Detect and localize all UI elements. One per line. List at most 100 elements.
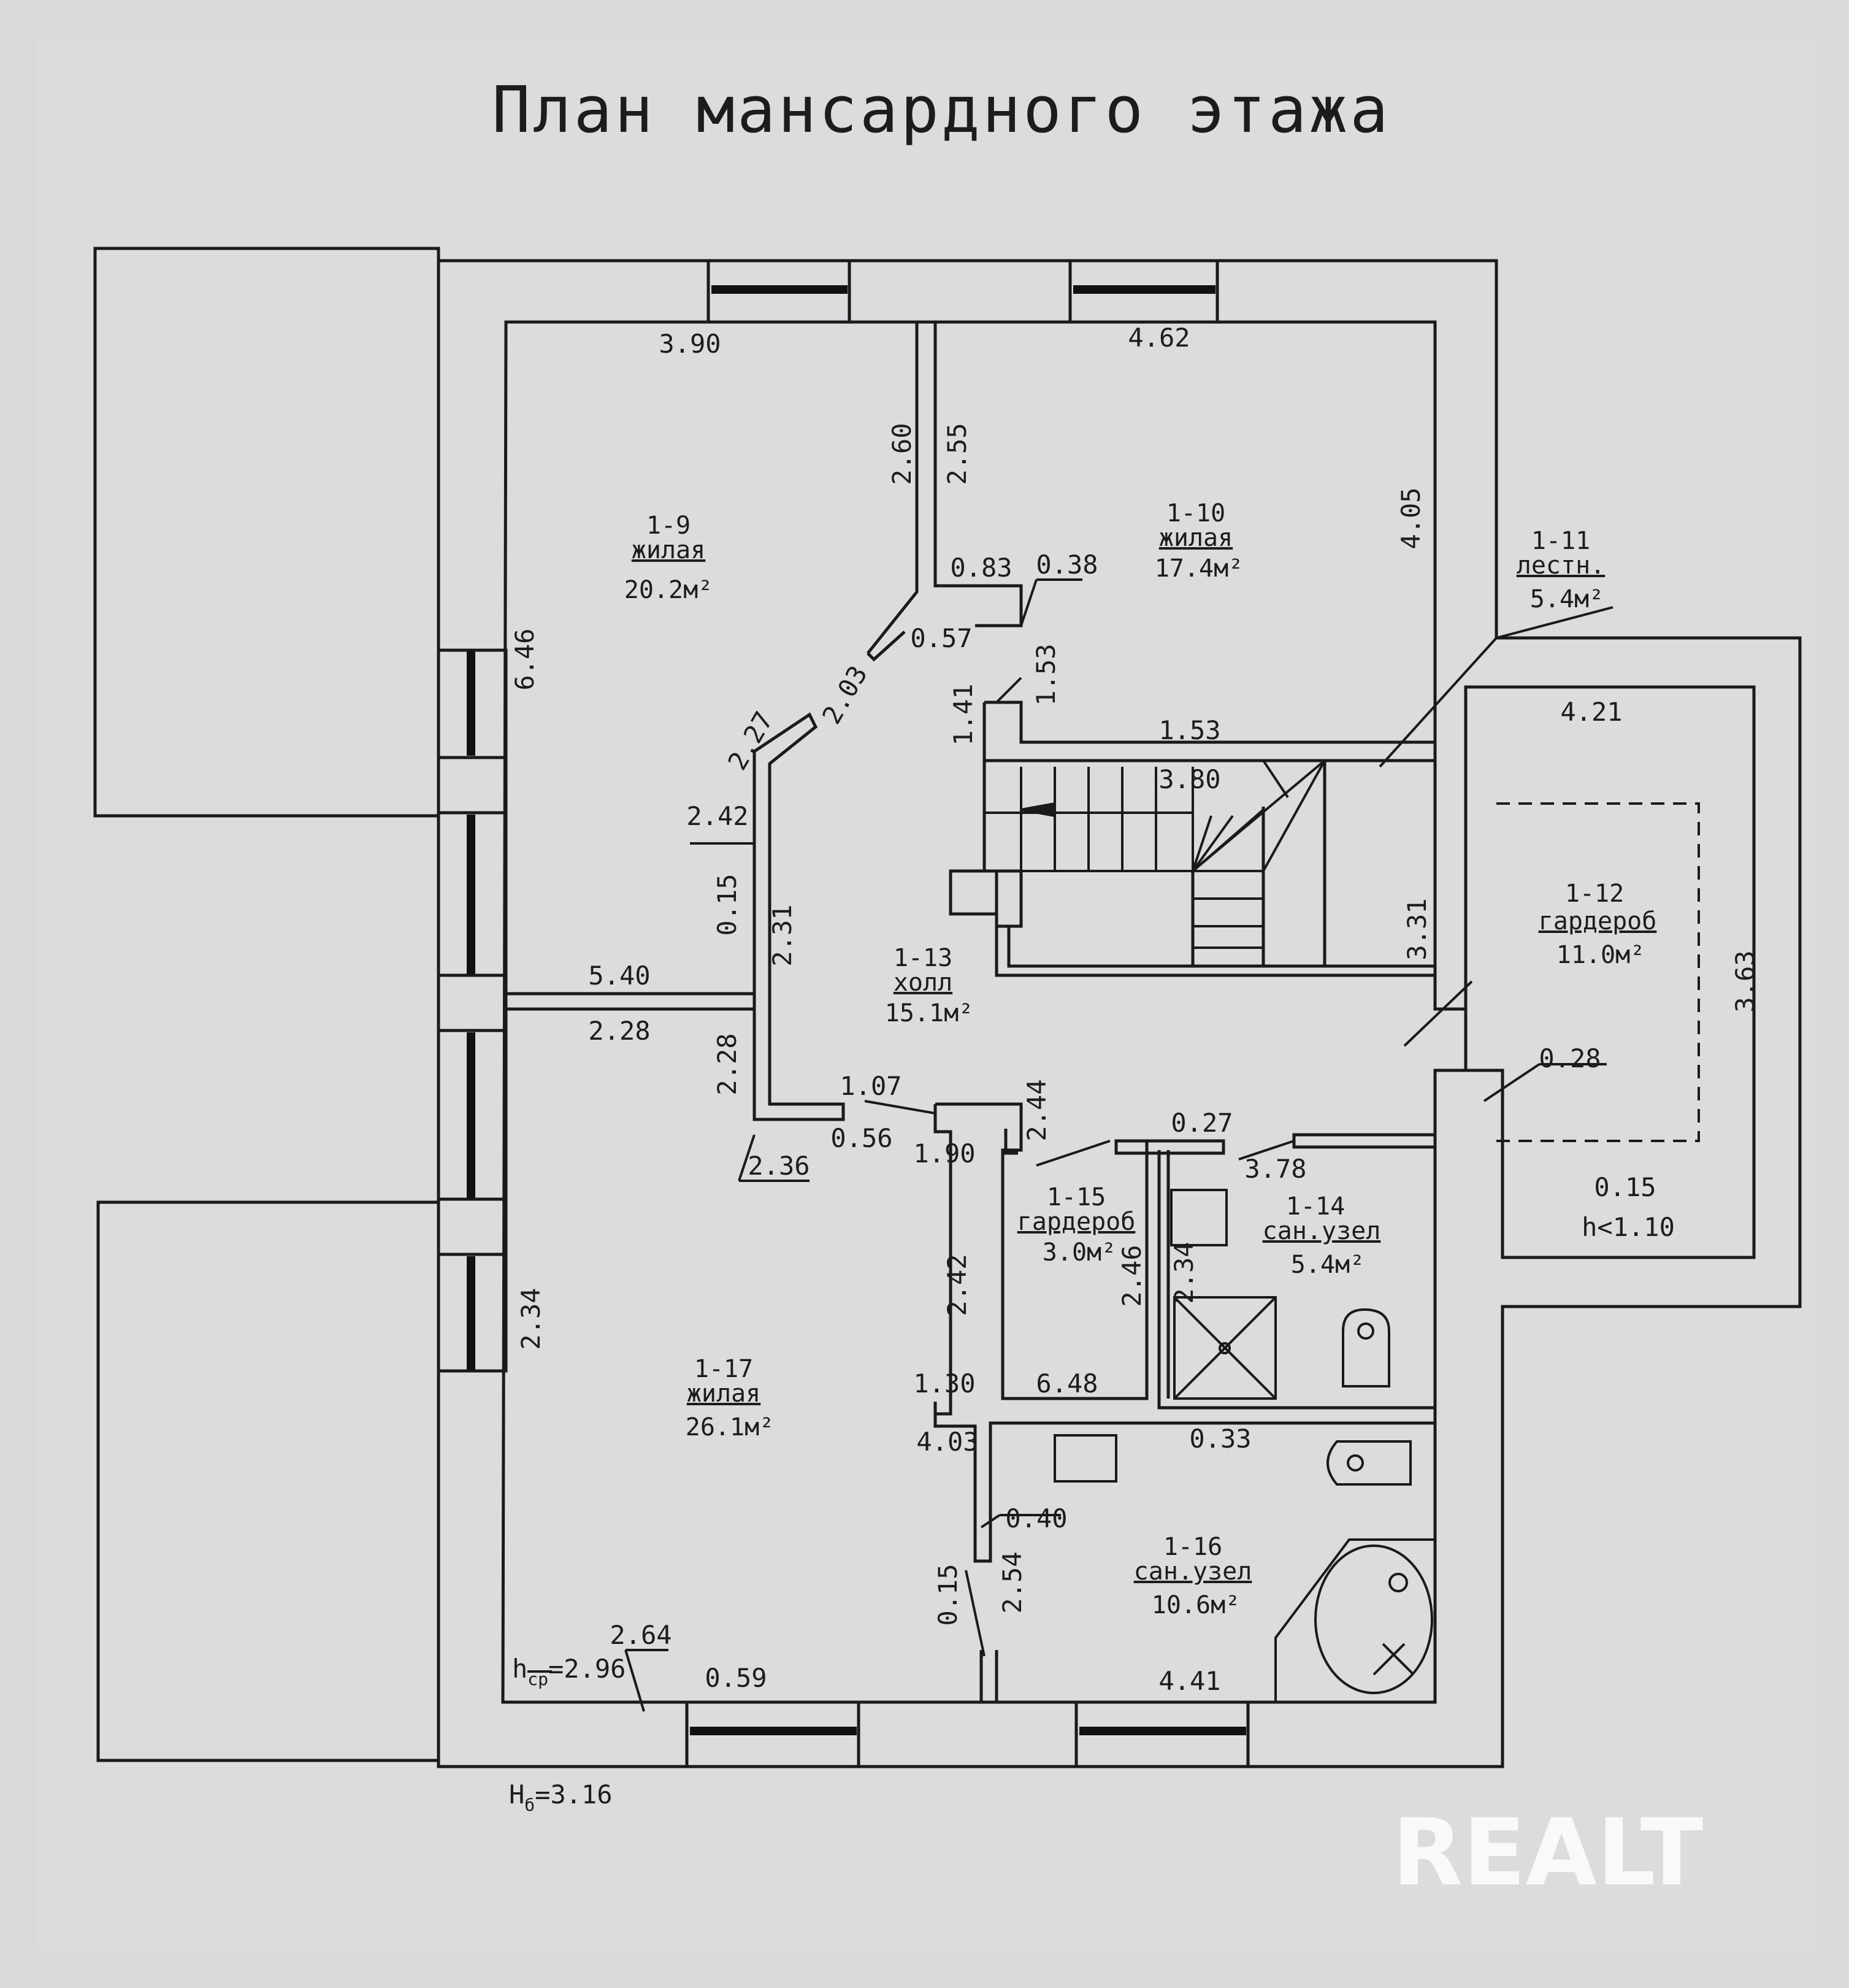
dim-label: 0.59 bbox=[705, 1663, 767, 1693]
room-1-14-area: 5.4м² bbox=[1291, 1251, 1365, 1279]
room-1-10-area: 17.4м² bbox=[1155, 555, 1244, 583]
vertical-dimension-labels: 2.60 2.55 4.05 6.46 1.41 1.53 0.15 2.31 … bbox=[510, 423, 1760, 1625]
stair-flights bbox=[1191, 761, 1326, 966]
room-1-12-name: гардероб bbox=[1539, 907, 1657, 935]
dim-label: 3.63 bbox=[1730, 950, 1760, 1012]
dim-label: 1.07 bbox=[840, 1071, 902, 1101]
room-1-12-area: 11.0м² bbox=[1556, 941, 1645, 969]
dim-label: 4.05 bbox=[1396, 487, 1426, 549]
dim-label: 0.15 bbox=[712, 873, 742, 935]
shower-tray bbox=[1173, 1296, 1277, 1400]
dimension-labels: 3.90 4.62 0.83 0.38 0.57 1.53 3.80 4.21 … bbox=[588, 323, 1674, 1696]
hall-diagonal-wall bbox=[752, 712, 845, 1121]
dim-label: 4.62 bbox=[1128, 323, 1190, 353]
window-bottom-2 bbox=[1074, 1700, 1250, 1768]
dim-label: 0.33 bbox=[1189, 1424, 1251, 1454]
dim-label: 0.83 bbox=[950, 553, 1012, 583]
dim-label: 1.41 bbox=[948, 683, 978, 745]
dim-label: 0.15 bbox=[933, 1564, 963, 1625]
room-1-11-name: лестн. bbox=[1517, 551, 1606, 580]
glazing-left-3 bbox=[467, 1032, 475, 1198]
dim-label: 2.44 bbox=[1022, 1079, 1052, 1141]
glazing-left-4 bbox=[467, 1256, 475, 1370]
dim-label: 0.56 bbox=[830, 1123, 892, 1153]
room-1-16-area: 10.6м² bbox=[1152, 1591, 1241, 1619]
dim-label: 0.38 bbox=[1036, 550, 1098, 580]
dim-label: 2.46 bbox=[1117, 1245, 1147, 1307]
dim-label: 2.42 bbox=[942, 1254, 972, 1316]
room-1-17-id: 1-17 bbox=[694, 1355, 753, 1383]
dim-label: 6.46 bbox=[510, 628, 540, 690]
dim-label: 2.54 bbox=[997, 1551, 1027, 1613]
dim-label: 3.78 bbox=[1244, 1154, 1306, 1184]
dim-label: 0.27 bbox=[1171, 1108, 1233, 1138]
toilet-14 bbox=[1342, 1308, 1390, 1387]
stair-treads bbox=[984, 759, 1326, 949]
average-height-note: hср=2.96 bbox=[512, 1654, 626, 1689]
room-1-14-name: сан.узел bbox=[1263, 1217, 1381, 1245]
glazing-bottom-1 bbox=[690, 1727, 857, 1735]
glazing-top-1 bbox=[711, 285, 848, 294]
dim-label: 3.31 bbox=[1402, 898, 1432, 960]
dim-label: 2.42 bbox=[686, 801, 748, 831]
dim-label: 4.03 bbox=[916, 1427, 978, 1457]
dim-label: 2.64 bbox=[610, 1620, 672, 1650]
room-1-17-name: жилая bbox=[687, 1380, 760, 1408]
dim-label: 0.40 bbox=[1005, 1503, 1067, 1533]
partition-9-10 bbox=[867, 322, 1023, 654]
stair-bottom-wall bbox=[995, 926, 1435, 977]
dim-label: 1.53 bbox=[1031, 643, 1061, 705]
dim-label: 0.28 bbox=[1539, 1043, 1601, 1073]
dim-label: 2.28 bbox=[712, 1033, 742, 1095]
bathtub bbox=[1314, 1545, 1433, 1694]
room-1-12-id: 1-12 bbox=[1565, 880, 1624, 908]
building-height-note: Hб=3.16 bbox=[509, 1779, 613, 1815]
walls bbox=[93, 247, 1802, 1768]
room-1-9-id: 1-9 bbox=[646, 512, 691, 540]
glazing bbox=[467, 285, 1246, 1735]
room-1-16-name: сан.узел bbox=[1134, 1557, 1252, 1586]
dim-label: 2.28 bbox=[588, 1016, 650, 1046]
dim-label: h<1.10 bbox=[1582, 1212, 1675, 1242]
dim-label: 2.34 bbox=[516, 1288, 546, 1349]
glazing-left-2 bbox=[467, 815, 475, 974]
room-1-11-area: 5.4м² bbox=[1530, 585, 1604, 613]
dim-label: 3.80 bbox=[1158, 764, 1220, 794]
dim-label: 2.31 bbox=[767, 904, 797, 966]
hall-jog bbox=[1004, 1129, 1018, 1155]
dim-label: 2.36 bbox=[748, 1151, 810, 1181]
dim-label: 4.21 bbox=[1560, 697, 1622, 727]
room-1-14-id: 1-14 bbox=[1286, 1192, 1345, 1221]
room-1-9-area: 20.2м² bbox=[624, 576, 713, 604]
room-1-13-id: 1-13 bbox=[894, 944, 952, 972]
wardrobe-15-walls bbox=[935, 1102, 1225, 1400]
dim-label: 0.15 bbox=[1594, 1172, 1656, 1202]
bath-16-walls bbox=[933, 1402, 1435, 1702]
leader-lines bbox=[527, 578, 1614, 1712]
dim-label: 2.55 bbox=[942, 423, 972, 485]
dim-label: 2.60 bbox=[887, 423, 917, 485]
realt-watermark: REALT bbox=[1392, 1800, 1703, 1906]
partition-9-17 bbox=[506, 992, 754, 1011]
dim-label: 0.57 bbox=[910, 623, 972, 653]
fixtures bbox=[1054, 1189, 1436, 1702]
wardrobe-12-opening bbox=[1435, 1007, 1468, 1072]
dim-label: 2.34 bbox=[1169, 1242, 1199, 1303]
dim-label: 5.40 bbox=[588, 961, 650, 991]
room-1-13-area: 15.1м² bbox=[885, 999, 974, 1027]
partition-stub bbox=[867, 631, 906, 662]
room-1-17-area: 26.1м² bbox=[686, 1413, 775, 1441]
toilet-16 bbox=[1326, 1440, 1412, 1486]
bathtub-frame bbox=[1274, 1538, 1436, 1702]
room-1-11-id: 1-11 bbox=[1531, 527, 1590, 555]
dim-label: 1.30 bbox=[913, 1368, 975, 1399]
window-left-4 bbox=[437, 1253, 508, 1373]
room-1-15-area: 3.0м² bbox=[1043, 1238, 1116, 1267]
glazing-bottom-2 bbox=[1079, 1727, 1246, 1735]
dim-label: 3.90 bbox=[659, 329, 721, 359]
room-1-10-name: жилая bbox=[1159, 524, 1233, 552]
room-labels: 1-9 жилая 20.2м² 1-10 жилая 17.4м² 1-11 … bbox=[624, 499, 1657, 1619]
glazing-left-1 bbox=[467, 651, 475, 756]
dim-label: 4.41 bbox=[1158, 1666, 1220, 1696]
